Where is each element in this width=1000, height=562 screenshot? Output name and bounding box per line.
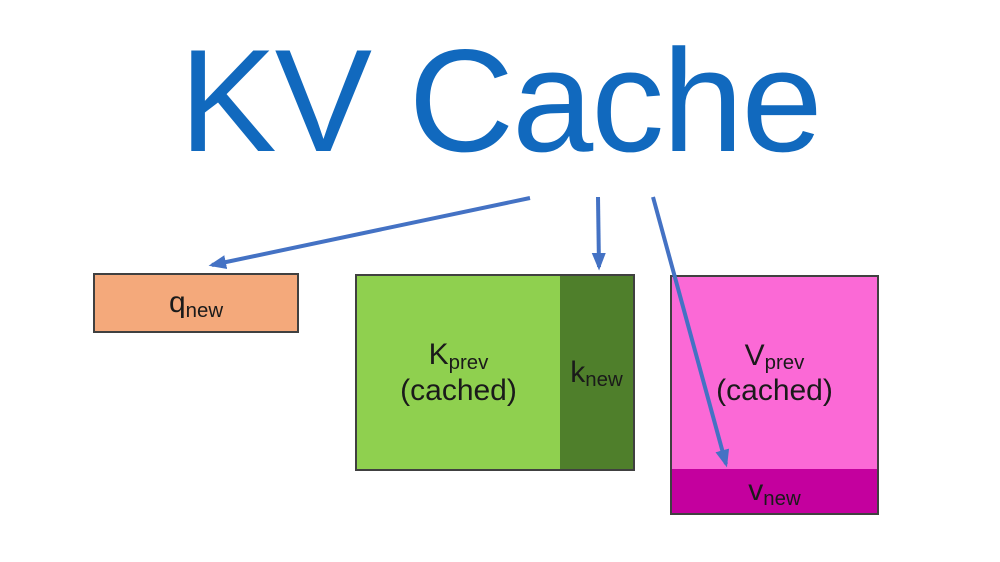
v-prev-label-note: (cached) xyxy=(716,374,833,407)
v-new-label-base: v xyxy=(748,474,764,508)
arrow-title-to-q-new xyxy=(208,196,531,269)
v-cache-box: Vprev (cached) vnew xyxy=(670,275,879,515)
v-prev-label-sub: prev xyxy=(764,352,805,375)
v-prev-label-base: V xyxy=(744,338,765,372)
k-prev-label-base: K xyxy=(428,338,449,372)
v-new-label-sub: new xyxy=(763,487,801,510)
q-new-label-base: q xyxy=(168,286,186,320)
page-title: KV Cache xyxy=(179,19,822,182)
k-new-label: knew xyxy=(570,355,623,392)
k-prev-segment: Kprev (cached) xyxy=(357,276,560,469)
k-prev-label: Kprev (cached) xyxy=(400,337,517,408)
v-new-label: vnew xyxy=(748,473,801,510)
k-new-label-sub: new xyxy=(585,369,623,392)
k-prev-label-note: (cached) xyxy=(400,373,517,407)
v-prev-label: Vprev (cached) xyxy=(716,338,833,409)
k-new-segment: knew xyxy=(560,276,633,469)
k-cache-box: Kprev (cached) knew xyxy=(355,274,635,471)
q-new-label: qnew xyxy=(168,285,224,322)
v-prev-segment: Vprev (cached) xyxy=(672,277,877,469)
arrow-title-to-k-new xyxy=(591,196,606,271)
q-new-box: qnew xyxy=(93,273,299,333)
v-new-segment: vnew xyxy=(672,469,877,513)
k-new-label-base: k xyxy=(570,355,586,389)
q-new-label-sub: new xyxy=(185,299,224,322)
k-prev-label-sub: prev xyxy=(448,351,489,374)
